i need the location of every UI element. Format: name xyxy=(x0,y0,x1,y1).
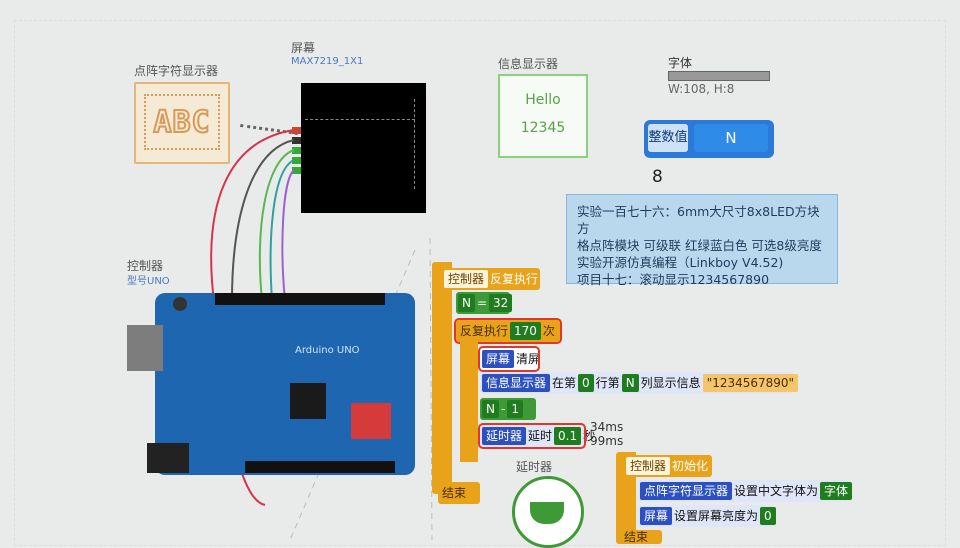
wire-black xyxy=(231,139,295,301)
set-bright-value[interactable]: 0 xyxy=(760,507,776,525)
screen-scanline xyxy=(305,119,415,120)
info-display-module[interactable]: Hello 12345 xyxy=(498,74,588,158)
show-obj: 信息显示器 xyxy=(482,374,551,392)
repeat-count[interactable]: 170 xyxy=(510,322,541,340)
set-font-action: 设置中文字体为 xyxy=(734,484,819,498)
wire-purple xyxy=(281,169,295,301)
repeat-spine xyxy=(460,342,478,462)
set-bright-obj: 屏幕 xyxy=(640,507,673,525)
font-title: 字体 xyxy=(668,56,693,70)
screen-scanline-v xyxy=(414,99,415,189)
pin-green3 xyxy=(292,167,301,174)
repeat-label: 反复执行 xyxy=(460,324,509,338)
show-col-lbl: 列显示信息 xyxy=(640,376,701,390)
matrix-preview: ABC xyxy=(144,94,220,150)
init-action: 初始化 xyxy=(672,459,709,473)
assign1-value[interactable]: 32 xyxy=(489,294,513,312)
note-line2: 格点阵模块 可级联 红绿蓝白色 可选8级亮度 xyxy=(577,238,822,253)
note-line4: 项目十七：滚动显示1234567890 xyxy=(577,272,770,287)
power-jack xyxy=(147,443,189,473)
assign-n-minus-1[interactable]: N-1 xyxy=(480,398,536,420)
pin-green2 xyxy=(292,157,301,164)
assign2-var: N xyxy=(482,400,499,418)
int-value-readout: 8 xyxy=(652,167,663,187)
wire-green xyxy=(258,149,295,301)
assign-n-32[interactable]: N=32 xyxy=(456,292,513,314)
experiment-note: 实验一百七十六：6mm大尺寸8x8LED方块方 格点阵模块 可级联 红绿蓝白色 … xyxy=(566,194,838,287)
arduino-board[interactable]: Arduino UNO xyxy=(127,293,415,475)
assign2-op: - xyxy=(500,402,506,416)
teacup-body xyxy=(530,502,564,524)
show-col[interactable]: N xyxy=(621,374,639,392)
delay-obj: 延时器 xyxy=(482,427,527,445)
assign1-var: N xyxy=(458,294,475,312)
pin-red xyxy=(292,127,301,134)
delay-unit: 秒 xyxy=(583,429,596,443)
int-value-block[interactable]: 整数值 N xyxy=(644,120,774,158)
set-font-block[interactable]: 点阵字符显示器设置中文字体为字体 xyxy=(638,480,853,502)
screen-title: 屏幕 xyxy=(291,41,316,55)
timing-1: 34ms xyxy=(590,420,624,434)
usb-port xyxy=(127,325,163,371)
mcu-chip xyxy=(290,383,326,419)
info-line2: 12345 xyxy=(520,120,566,136)
note-line3: 实验开源仿真编程（Linkboy V4.52) xyxy=(577,255,784,270)
show-text[interactable]: "1234567890" xyxy=(702,374,799,392)
int-value-name[interactable]: N xyxy=(694,124,768,152)
controller-title: 控制器 xyxy=(127,259,164,273)
int-value-tag: 整数值 xyxy=(648,124,688,152)
screen-module[interactable] xyxy=(301,83,426,213)
pin-green1 xyxy=(292,147,301,154)
pin-black xyxy=(292,137,301,144)
loop-action: 反复执行 xyxy=(490,272,539,286)
loop-end: 结束 xyxy=(438,482,480,504)
show-row-lbl: 行第 xyxy=(595,376,620,390)
info-line1: Hello xyxy=(525,92,561,108)
wire-teal xyxy=(269,159,295,301)
clear-screen-block[interactable]: 屏幕清屏 xyxy=(478,346,541,372)
loop-spine xyxy=(432,262,452,494)
matrix-preview-text: ABC xyxy=(152,104,211,141)
assign1-op: = xyxy=(476,296,488,310)
teacup-icon[interactable] xyxy=(512,476,584,548)
set-bright-action: 设置屏幕亮度为 xyxy=(674,509,759,523)
led-array xyxy=(351,403,391,439)
init-header[interactable]: 控制器初始化 xyxy=(620,455,712,477)
show-at: 在第 xyxy=(552,376,577,390)
init-end: 结束 xyxy=(620,530,662,544)
clear-action: 清屏 xyxy=(516,352,541,366)
font-size: W:108, H:8 xyxy=(668,82,735,96)
clear-obj: 屏幕 xyxy=(482,350,515,368)
controller-model: 型号UNO xyxy=(127,276,170,287)
init-ctrl: 控制器 xyxy=(626,457,671,475)
delay-component-title: 延时器 xyxy=(516,460,553,474)
delay-action: 延时 xyxy=(528,429,553,443)
assign2-value[interactable]: 1 xyxy=(507,400,523,418)
loop-header[interactable]: 控制器反复执行 xyxy=(438,268,540,290)
screen-model: MAX7219_1X1 xyxy=(291,56,364,67)
note-line1: 实验一百七十六：6mm大尺寸8x8LED方块方 xyxy=(577,204,820,236)
timing-2: 99ms xyxy=(590,434,624,448)
matrix-module[interactable]: ABC xyxy=(134,82,230,164)
matrix-title: 点阵字符显示器 xyxy=(134,64,219,78)
repeat-unit: 次 xyxy=(542,324,555,338)
digital-header xyxy=(215,293,385,305)
reset-button[interactable] xyxy=(173,297,187,311)
set-font-obj: 点阵字符显示器 xyxy=(640,482,733,500)
info-display-title: 信息显示器 xyxy=(498,57,559,71)
set-font-value[interactable]: 字体 xyxy=(820,482,853,500)
font-preview-bar[interactable] xyxy=(668,71,770,81)
loop-ctrl: 控制器 xyxy=(444,270,489,288)
analog-header xyxy=(245,461,395,473)
board-logo: Arduino UNO xyxy=(295,345,360,356)
show-row[interactable]: 0 xyxy=(578,374,594,392)
delay-value[interactable]: 0.1 xyxy=(554,427,582,445)
